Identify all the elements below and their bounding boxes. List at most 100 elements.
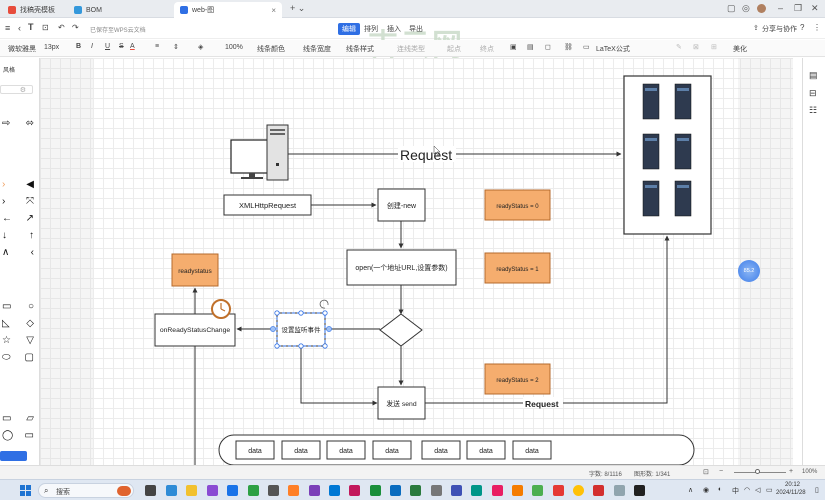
bold-icon[interactable]: B [76,43,82,50]
data-cell[interactable] [372,440,412,460]
vscode-icon[interactable] [329,485,340,496]
zoom-out-icon[interactable]: − [719,468,724,475]
settings-icon[interactable]: ⚙ [19,87,26,94]
page-settings-icon[interactable]: ⊟ [809,88,817,98]
more-shapes-button[interactable] [0,451,27,461]
star-icon[interactable]: ☆ [2,335,11,346]
chrome-icon[interactable] [573,485,584,496]
request-label-bottom[interactable]: Request [525,399,559,409]
onreadystatuschange-node[interactable]: onReadyStatusChange [154,299,236,347]
table-icon[interactable]: ▤ [527,44,534,51]
taskbar-search-input[interactable]: ⌕ 搜索 [38,483,134,498]
avatar[interactable] [757,4,766,13]
latex-button[interactable]: LaTeX公式 [596,46,630,53]
app-teal-icon[interactable] [471,485,482,496]
italic-icon[interactable]: I [91,43,93,50]
data-cell[interactable] [512,440,552,460]
shape-row-11[interactable]: ◯▭ [0,430,36,441]
shape-row-8[interactable]: ☆▽ [0,335,36,346]
tray-icon-2[interactable]: ◐ [718,486,723,493]
arrow-right-icon[interactable]: ⇨ [2,118,11,129]
menu-icon[interactable]: ≡ [5,23,11,33]
underline-icon[interactable]: U [105,43,111,50]
line-spacing-icon[interactable]: ⇕ [173,44,179,51]
rounded-rect-icon[interactable]: ▭ [2,301,12,312]
readystatus-1-box[interactable]: readyStatus = 1 [484,252,551,284]
start-arrow-button[interactable]: 起点 [447,46,461,53]
back-icon[interactable]: ‹ [18,23,21,33]
listen-event-node[interactable]: 设置监听事件 [270,299,332,349]
triangle-icon[interactable]: ◺ [2,318,10,329]
app-amber-icon[interactable] [512,485,523,496]
layers-icon[interactable]: ☷ [809,105,818,115]
line-width-button[interactable]: 线条宽度 [303,46,331,53]
shape-row-6[interactable]: ▭○ [0,301,36,312]
new-tab-icon[interactable]: + ⌄ [290,3,306,13]
square-icon[interactable]: ▢ [24,352,34,363]
app-gray-icon[interactable] [431,485,442,496]
data-cell[interactable] [466,440,506,460]
align-icon[interactable]: ≡ [155,43,160,50]
style-search-input[interactable]: ⚙ [0,85,33,94]
more-icon[interactable]: ⋮ [813,23,821,32]
create-new-node[interactable]: 创建-new [377,188,426,222]
arrow-diag-icon[interactable]: ↗ [25,213,34,224]
fit-icon[interactable]: ⊡ [703,469,709,476]
app-red2-icon[interactable] [553,485,564,496]
menu-insert[interactable]: 插入 [387,26,401,33]
caret-up-icon[interactable]: ∧ [2,247,10,258]
format-painter-icon[interactable]: ✎ [676,44,682,51]
windows-start-icon[interactable] [20,485,31,496]
share-icon[interactable]: ⇪ [753,25,759,32]
ellipse-icon[interactable]: ⬭ [2,352,11,363]
app-blue-icon[interactable] [227,485,238,496]
flowchart[interactable]: Request Request XMLHttpRequest 创建-new op… [93,58,738,465]
clock-date[interactable]: 2024/11/28 [776,490,806,496]
app-green2-icon[interactable] [410,485,421,496]
send-node[interactable]: 发送 send [377,386,426,420]
readystatus-2-box[interactable]: readyStatus = 2 [484,363,551,395]
font-color-icon[interactable]: A [130,43,135,50]
app-lime-icon[interactable] [532,485,543,496]
file-explorer-icon[interactable] [186,485,197,496]
readystatus-0-box[interactable]: readyStatus = 0 [484,189,551,221]
close-window-icon[interactable]: ✕ [811,3,819,13]
app-purple-icon[interactable] [309,485,320,496]
app-green-icon[interactable] [248,485,259,496]
volume-icon[interactable]: ◁ [755,487,761,494]
readystatus-box[interactable]: readystatus [171,253,219,287]
line-color-button[interactable]: 线条颜色 [257,46,285,53]
open-node[interactable]: open(一个地址URL,设置参数) [346,249,457,286]
shape-row-3[interactable]: ←↗ [0,213,36,224]
zoom-slider-handle[interactable] [755,469,760,474]
shape-row-2[interactable]: ›⤧ [0,196,36,207]
app-p-icon[interactable] [207,485,218,496]
menu-arrange[interactable]: 排列 [364,26,378,33]
floating-assistant-badge[interactable]: 85.2 [738,260,760,282]
clock-time[interactable]: 20:12 [785,482,801,488]
zoom-select[interactable]: 100% [225,44,243,51]
tray-app-icon[interactable]: ◉ [703,487,710,494]
close-tab-icon[interactable]: × [271,5,276,15]
card-icon[interactable]: ▭ [2,413,12,424]
computer-icon[interactable] [230,124,289,181]
format-icon[interactable]: ⊡ [42,23,49,32]
tab-web-diagram[interactable]: web-图 × [174,2,282,18]
input-method-icon[interactable]: 中 [732,488,739,495]
image-icon[interactable]: ▣ [510,44,517,51]
chevron-right-icon[interactable]: › [2,196,6,207]
diagram-canvas[interactable]: Request Request XMLHttpRequest 创建-new op… [40,58,793,465]
shape-row-4[interactable]: ↓↑ [0,230,36,241]
shape-row-arrows[interactable]: ⇨⬄ [0,118,36,129]
app-pink-icon[interactable] [349,485,360,496]
help-icon[interactable]: ? [800,23,805,32]
excel-icon[interactable] [370,485,381,496]
comment-icon[interactable]: ▭ [583,44,590,51]
line-style-button[interactable]: 线条样式 [346,46,374,53]
double-arrow-icon[interactable]: ⬄ [25,118,34,129]
decision-diamond[interactable] [379,313,423,347]
app-indigo-icon[interactable] [451,485,462,496]
app-orange-icon[interactable] [288,485,299,496]
shape-icon[interactable]: ◻ [545,44,551,51]
data-cell[interactable] [281,440,321,460]
